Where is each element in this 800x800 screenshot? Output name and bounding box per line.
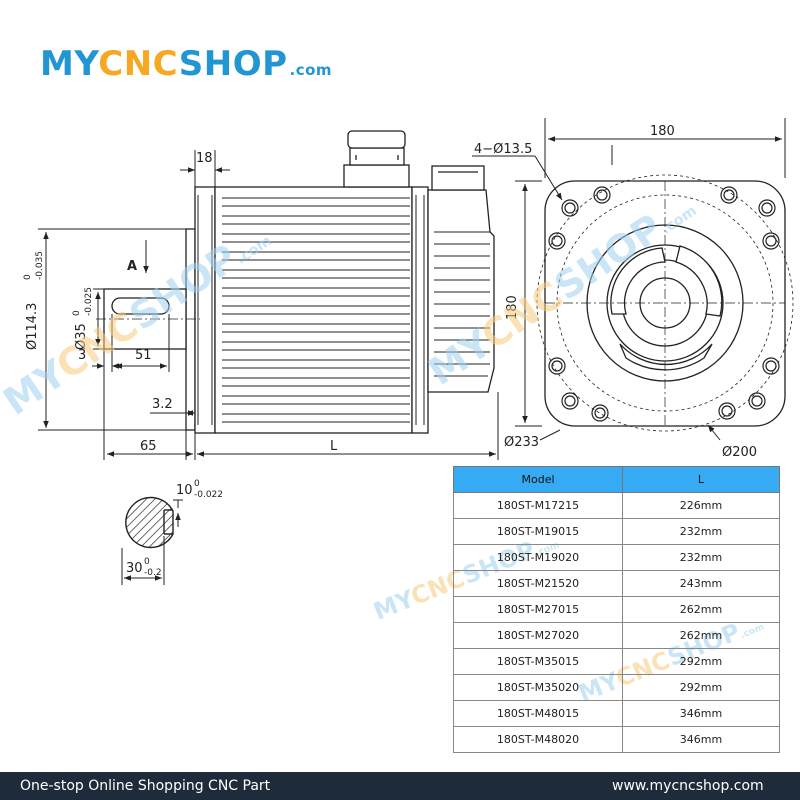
- length-cell: 226mm: [622, 492, 780, 519]
- model-cell: 180ST-M27020: [453, 622, 623, 649]
- logo-shop: SHOP: [178, 44, 288, 84]
- length-cell: 346mm: [622, 700, 780, 727]
- brand-logo: MYCNCSHOP.com: [40, 44, 332, 90]
- length-cell: 262mm: [622, 596, 780, 623]
- dim-flange-width: 18: [196, 151, 213, 166]
- table-header-row: Model L: [453, 466, 780, 493]
- footer-bar: One-stop Online Shopping CNC Part www.my…: [0, 772, 800, 800]
- dim-outer-circle: Ø233: [504, 435, 539, 450]
- dim-key-offset: 3: [78, 348, 86, 363]
- model-cell: 180ST-M48020: [453, 726, 623, 753]
- front-view-labels: 180 4−Ø13.5 Ø233 Ø200 180: [474, 124, 757, 460]
- dim-key-width-upper: 0: [194, 479, 200, 489]
- model-cell: 180ST-M35020: [453, 674, 623, 701]
- dim-key-depth: 30: [126, 561, 143, 576]
- length-cell: 232mm: [622, 544, 780, 571]
- key-section-view: 10 0 -0.022 30 0 -0.2: [121, 479, 223, 585]
- section-marker-a: A: [127, 259, 137, 274]
- dim-key-depth-lower: -0.2: [144, 568, 162, 578]
- front-view: [536, 174, 794, 432]
- logo-com: .com: [289, 61, 333, 79]
- column-header-model: Model: [453, 466, 623, 493]
- model-cell: 180ST-M35015: [453, 648, 623, 675]
- length-cell: 262mm: [622, 622, 780, 649]
- dim-spigot-tol-upper: 0: [23, 274, 33, 280]
- side-view-labels: 18 A 3 51 3.2 65 L Ø114.3 0 -0.035 Ø35 0…: [23, 151, 338, 454]
- logo-my: MY: [40, 44, 99, 84]
- model-cell: 180ST-M19015: [453, 518, 623, 545]
- dim-flange-step: 3.2: [152, 397, 173, 412]
- side-view-dimensions: [38, 150, 499, 460]
- dim-front-height: 180: [505, 295, 520, 320]
- logo-cnc: CNC: [98, 44, 179, 84]
- model-cell: 180ST-M21520: [453, 570, 623, 597]
- dim-body-length: L: [330, 439, 338, 454]
- dim-bolt-circle: Ø200: [722, 445, 757, 460]
- dim-key-length: 51: [135, 348, 152, 363]
- side-view: [96, 130, 495, 434]
- dim-shaft-tol-upper: 0: [72, 310, 82, 316]
- length-cell: 243mm: [622, 570, 780, 597]
- footer-url-link[interactable]: www.mycncshop.com: [612, 778, 764, 794]
- dim-front-width: 180: [650, 124, 675, 139]
- dim-spigot-diameter: Ø114.3: [25, 303, 40, 350]
- dim-shaft-tol-lower: -0.025: [84, 287, 94, 316]
- dim-key-width: 10: [176, 483, 193, 498]
- column-header-length: L: [622, 466, 780, 493]
- dim-shaft-length: 65: [140, 439, 157, 454]
- length-cell: 232mm: [622, 518, 780, 545]
- model-cell: 180ST-M48015: [453, 700, 623, 727]
- dim-key-depth-upper: 0: [144, 557, 150, 567]
- length-cell: 292mm: [622, 674, 780, 701]
- length-cell: 346mm: [622, 726, 780, 753]
- length-cell: 292mm: [622, 648, 780, 675]
- dim-key-width-lower: -0.022: [194, 490, 223, 500]
- dim-mounting-holes: 4−Ø13.5: [474, 142, 532, 157]
- model-cell: 180ST-M17215: [453, 492, 623, 519]
- front-view-dimensions: [472, 118, 786, 441]
- dim-spigot-tol-lower: -0.035: [35, 251, 45, 280]
- model-cell: 180ST-M19020: [453, 544, 623, 571]
- footer-tagline: One-stop Online Shopping CNC Part: [20, 778, 271, 794]
- dim-shaft-diameter: Ø35: [74, 323, 89, 350]
- model-cell: 180ST-M27015: [453, 596, 623, 623]
